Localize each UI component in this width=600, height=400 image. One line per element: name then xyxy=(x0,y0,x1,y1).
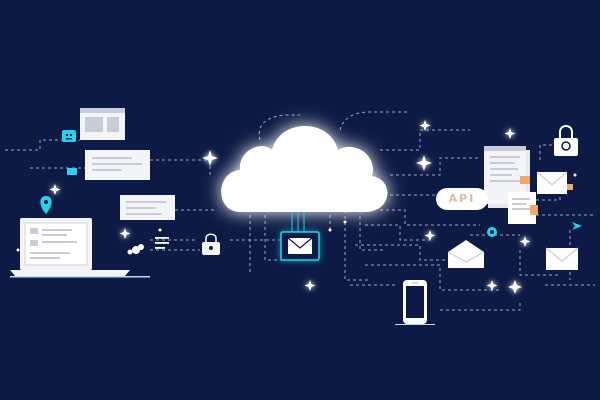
envelope-icon-central xyxy=(280,231,320,261)
status-dot-icon xyxy=(487,227,497,237)
list-lines-icon xyxy=(155,237,169,249)
window-card-top xyxy=(80,108,125,140)
smartphone-icon xyxy=(395,280,435,325)
sparkle-icon xyxy=(519,236,531,247)
send-icon xyxy=(572,222,582,230)
sparkle-icon xyxy=(504,128,516,139)
sparkle-icon xyxy=(49,184,61,195)
text-card-middle xyxy=(85,150,150,180)
sparkle-icons xyxy=(49,120,531,294)
sparkle-icon xyxy=(416,155,432,171)
cloud-envelope-connector xyxy=(291,212,305,232)
envelope-icon-right-top xyxy=(536,171,573,194)
cloud-icon xyxy=(221,126,388,212)
location-pin-icon xyxy=(40,196,52,214)
text-card-lower xyxy=(120,195,175,220)
sparkle-icon xyxy=(119,228,131,239)
sparkle-icon xyxy=(304,280,316,291)
sparkle-icon xyxy=(424,230,436,241)
status-indicator xyxy=(67,168,77,175)
sparkle-icon xyxy=(486,280,498,291)
api-badge xyxy=(436,188,488,210)
api-badge-label: API xyxy=(448,192,476,205)
padlock-icon-right xyxy=(554,125,578,156)
laptop-icon xyxy=(10,218,150,278)
chat-icon xyxy=(62,130,76,142)
envelope-icon-right-lower xyxy=(545,247,579,270)
document-icon-small xyxy=(508,176,538,224)
sparkle-icon xyxy=(202,150,218,166)
padlock-icon-left xyxy=(202,233,220,255)
sparkle-icon xyxy=(508,280,522,294)
envelope-icon-open xyxy=(447,240,485,268)
chat-bubbles xyxy=(127,244,144,255)
sparkle-icon xyxy=(419,120,431,131)
